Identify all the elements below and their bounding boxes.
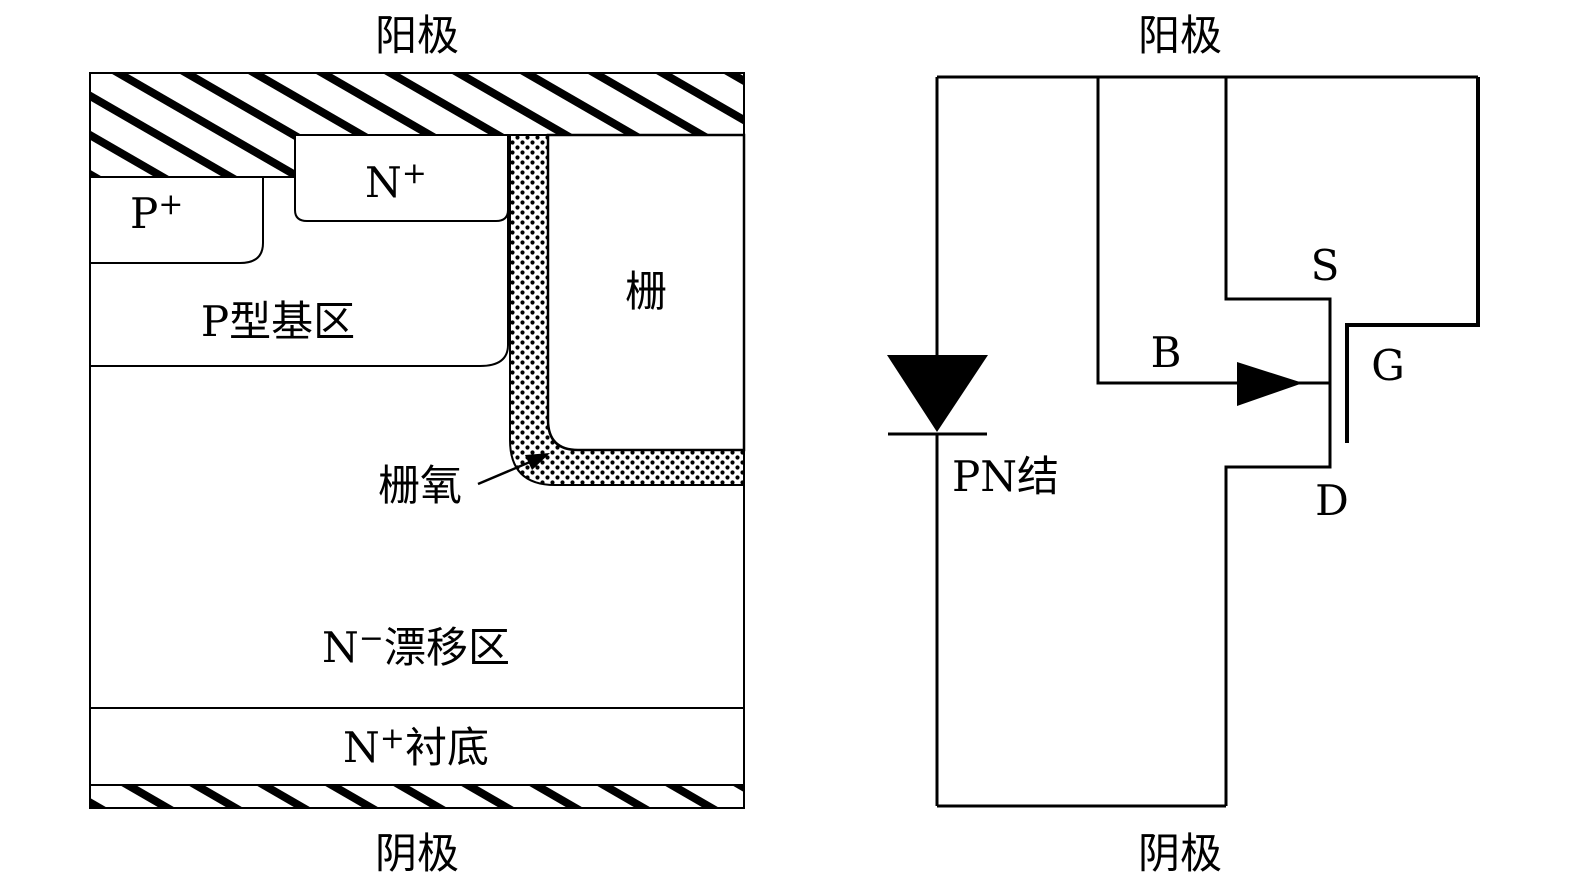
- source-terminal-label: S: [1311, 241, 1340, 290]
- p-plus-label: P+: [130, 187, 183, 238]
- p-body-label: P型基区: [201, 297, 355, 346]
- diode-triangle-icon: [887, 355, 988, 432]
- body-arrow-icon: [1237, 362, 1303, 406]
- cathode-metal: [89, 784, 745, 809]
- anode-label-right: 阳极: [1138, 11, 1222, 60]
- cathode-label-left: 阴极: [375, 829, 459, 878]
- p-plus-region: [89, 176, 264, 264]
- device-cross-section: 阳极 P+ N+ P型基区 栅 栅氧: [89, 11, 746, 878]
- anode-label-left: 阳极: [375, 11, 459, 60]
- n-plus-source-region: [294, 134, 509, 222]
- gate-electrode: [546, 133, 746, 452]
- n-drift-label: N−漂移区: [322, 621, 510, 672]
- gate-oxide-arrow-head: [525, 453, 550, 470]
- n-substrate-label: N+衬底: [343, 721, 489, 772]
- source-wire: [1224, 77, 1332, 806]
- pn-junction-label: PN结: [952, 452, 1059, 501]
- body-terminal-label: B: [1151, 328, 1182, 377]
- gate-wire: [1345, 77, 1480, 443]
- drain-terminal-label: D: [1315, 476, 1349, 525]
- gate-oxide-label: 栅氧: [378, 461, 462, 510]
- gate-terminal-label: G: [1371, 341, 1405, 390]
- cathode-label-right: 阴极: [1138, 829, 1222, 878]
- equivalent-circuit: 阳极 PN结 B S D G 阴极: [887, 11, 1480, 878]
- gate-label: 栅: [625, 267, 667, 316]
- gate-oxide-arrow-line: [477, 460, 531, 486]
- n-plus-source-label: N+: [365, 156, 427, 207]
- body-wire: [1096, 77, 1330, 385]
